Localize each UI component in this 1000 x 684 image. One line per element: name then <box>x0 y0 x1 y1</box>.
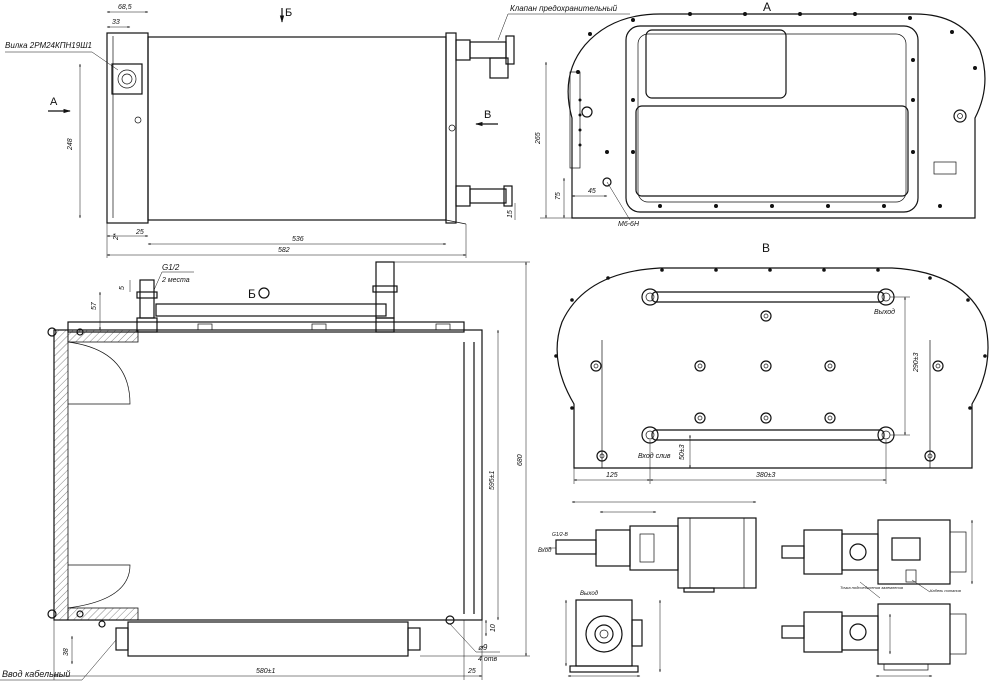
label-vilka: Вилка 2РМ24КПН19Ш1 <box>5 41 92 50</box>
label-m6: M6-6H <box>618 221 640 228</box>
view-b-arrow-label: Б <box>285 7 292 19</box>
section-b-title: Б <box>248 287 256 301</box>
dim-595: 595±1 <box>489 470 496 490</box>
dim-265: 265 <box>535 132 542 145</box>
dim-33: 33 <box>112 19 120 26</box>
view-a-title: А <box>763 0 771 14</box>
view-v: В <box>554 241 989 484</box>
dim-536: 536 <box>292 236 304 243</box>
pump-top-view: Точка подсоединения заземления Кабель пи… <box>781 519 973 599</box>
dim-45: 45 <box>588 188 596 195</box>
dim-2: 2* <box>113 233 120 241</box>
label-vyhod: Выход <box>874 308 895 316</box>
dim-15: 15 <box>507 210 514 218</box>
pump-label-g12: G1/2-B <box>552 532 569 538</box>
label-hole: ⌀9 <box>478 643 488 652</box>
dim-38: 38 <box>63 648 70 656</box>
label-g12: G1/2 <box>162 263 180 272</box>
pump-front-view: Выход <box>565 591 661 677</box>
label-g12-mesta: 2 места <box>161 277 190 284</box>
section-b: G1/2 2 места Б 57 5 595±1 680 38 580±1 2… <box>0 261 530 681</box>
view-a-bolts <box>576 12 977 208</box>
dim-10: 10 <box>490 624 497 632</box>
label-hole-count: 4 отв <box>478 656 498 663</box>
pump-label-tochka: Точка подсоединения заземления <box>840 585 904 590</box>
dim-68: 68,5 <box>118 4 132 11</box>
view-v-rim-bolts <box>554 268 987 410</box>
dim-57: 57 <box>91 301 98 310</box>
pump-label-vhod: Вход <box>538 548 552 554</box>
pump-side-view: Вход G1/2-B <box>538 501 757 593</box>
view-v-title: В <box>762 241 770 255</box>
pump-bottom-view <box>781 603 967 677</box>
label-klapan: Клапан предохранительный <box>510 4 618 13</box>
dim-125: 125 <box>606 472 618 479</box>
dim-582: 582 <box>278 247 290 254</box>
dim-680: 680 <box>517 454 524 466</box>
label-vvod: Ввод кабельный <box>2 669 70 679</box>
view-v-bolts <box>590 310 944 462</box>
dim-290: 290±3 <box>913 352 920 373</box>
dim-25b: 25 <box>467 668 476 675</box>
dim-5: 5 <box>119 286 126 290</box>
dim-25a: 25 <box>135 229 144 236</box>
dim-75: 75 <box>555 192 562 200</box>
view-v-arrow-label: В <box>484 109 491 121</box>
label-vhod-sliv: Вход слив <box>638 452 671 460</box>
pump-label-vyhod: Выход <box>580 591 599 597</box>
dim-580: 580±1 <box>256 668 276 675</box>
pump-label-kabel: Кабель питания <box>930 588 962 593</box>
view-a: А 265 75 45 M6-6H <box>535 0 986 228</box>
dim-380: 380±3 <box>756 472 776 479</box>
top-left-view: Вилка 2РМ24КПН19Ш1 Клапан предохранитель… <box>5 4 630 258</box>
dim-50: 50±3 <box>679 444 686 460</box>
view-a-arrow-label: А <box>50 96 58 108</box>
dim-248: 248 <box>67 138 74 151</box>
